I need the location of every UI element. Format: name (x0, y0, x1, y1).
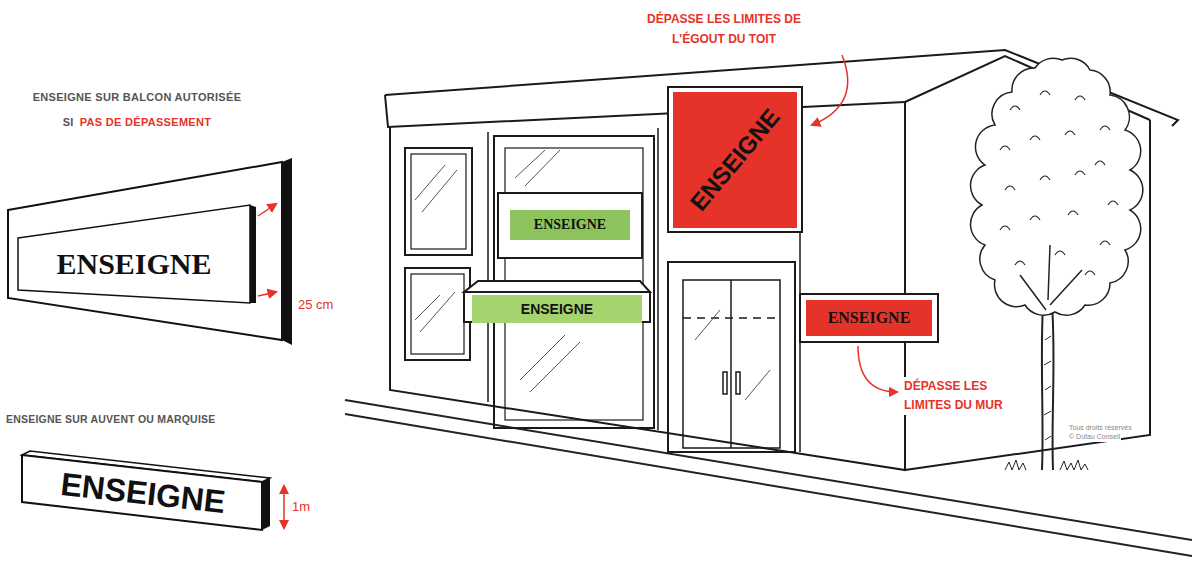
leader-arrow (258, 292, 276, 296)
box-face (22, 455, 262, 530)
trunk (1042, 305, 1054, 470)
balcony-panel (8, 158, 292, 345)
allowed-sign: ENSEIGNE (510, 210, 630, 240)
glass-reflection (415, 150, 580, 392)
sign-panel (800, 294, 938, 342)
door (683, 280, 780, 448)
dimension-arrow (283, 486, 285, 528)
canopy (971, 58, 1143, 315)
door-transom (683, 317, 780, 319)
balcony-face (8, 162, 282, 340)
leader-arrow (258, 204, 276, 216)
window-pane (411, 274, 464, 354)
forbidden-sign: ENSEIGNE (673, 92, 797, 228)
balcony-sign-edge (250, 205, 256, 303)
awning-sign-box (22, 451, 284, 530)
branches (1020, 245, 1082, 310)
note-heading: ENSEIGNE SUR BALCON AUTORISÉE (32, 91, 243, 105)
front-wall (390, 102, 905, 470)
leaves (1000, 91, 1118, 275)
grass (1005, 460, 1088, 470)
bark (1044, 336, 1051, 440)
note-heading: ENSEIGNE SUR AUVENT OU MARQUISE (5, 413, 216, 426)
sign-text: ENSEIGNE (828, 309, 911, 327)
glass-reflection (695, 310, 770, 400)
door-split (730, 280, 732, 448)
door-frame (668, 262, 795, 452)
sign-text: ENSEIGNE (534, 217, 606, 233)
window (405, 268, 470, 360)
door-handle (736, 372, 740, 394)
balcony-sign-plate (18, 205, 250, 303)
dimension-label: 25 cm (297, 297, 334, 313)
awning-top (464, 281, 650, 292)
sign-text: ENSEIGNE (56, 247, 211, 282)
building (385, 50, 1178, 470)
awning-front (464, 292, 650, 322)
door-handle (723, 372, 727, 394)
balcony-sign: ENSEIGNE (24, 238, 244, 290)
balcony-edge (282, 158, 292, 345)
window-pane (411, 154, 466, 249)
note-heading: SI (62, 116, 75, 130)
window (405, 148, 472, 255)
sign-text: ENSEIGNE (685, 104, 786, 217)
warning-label: DÉPASSE LES LIMITES DU MUR (903, 377, 1019, 415)
forbidden-sign: ENSEIGNE (806, 300, 932, 336)
dimension-label: 1m (291, 499, 311, 515)
box-edge (262, 478, 270, 530)
callout-arrow (858, 346, 897, 392)
sign-panel (668, 87, 802, 232)
sign-panel (498, 193, 642, 258)
roof-eave (385, 95, 905, 127)
warning-label: DÉPASSE LES LIMITES DE L'ÉGOUT DU TOIT (646, 9, 802, 49)
warning-text: PAS DE DÉPASSEMENT (79, 116, 213, 130)
callout-arrow (812, 55, 848, 125)
allowed-sign: ENSEIGNE (472, 295, 642, 323)
watermark: © Dufau Conseil (1068, 433, 1121, 442)
watermark: Tous droits réservés (1068, 424, 1133, 433)
sign-text: ENSEIGNE (521, 301, 593, 317)
